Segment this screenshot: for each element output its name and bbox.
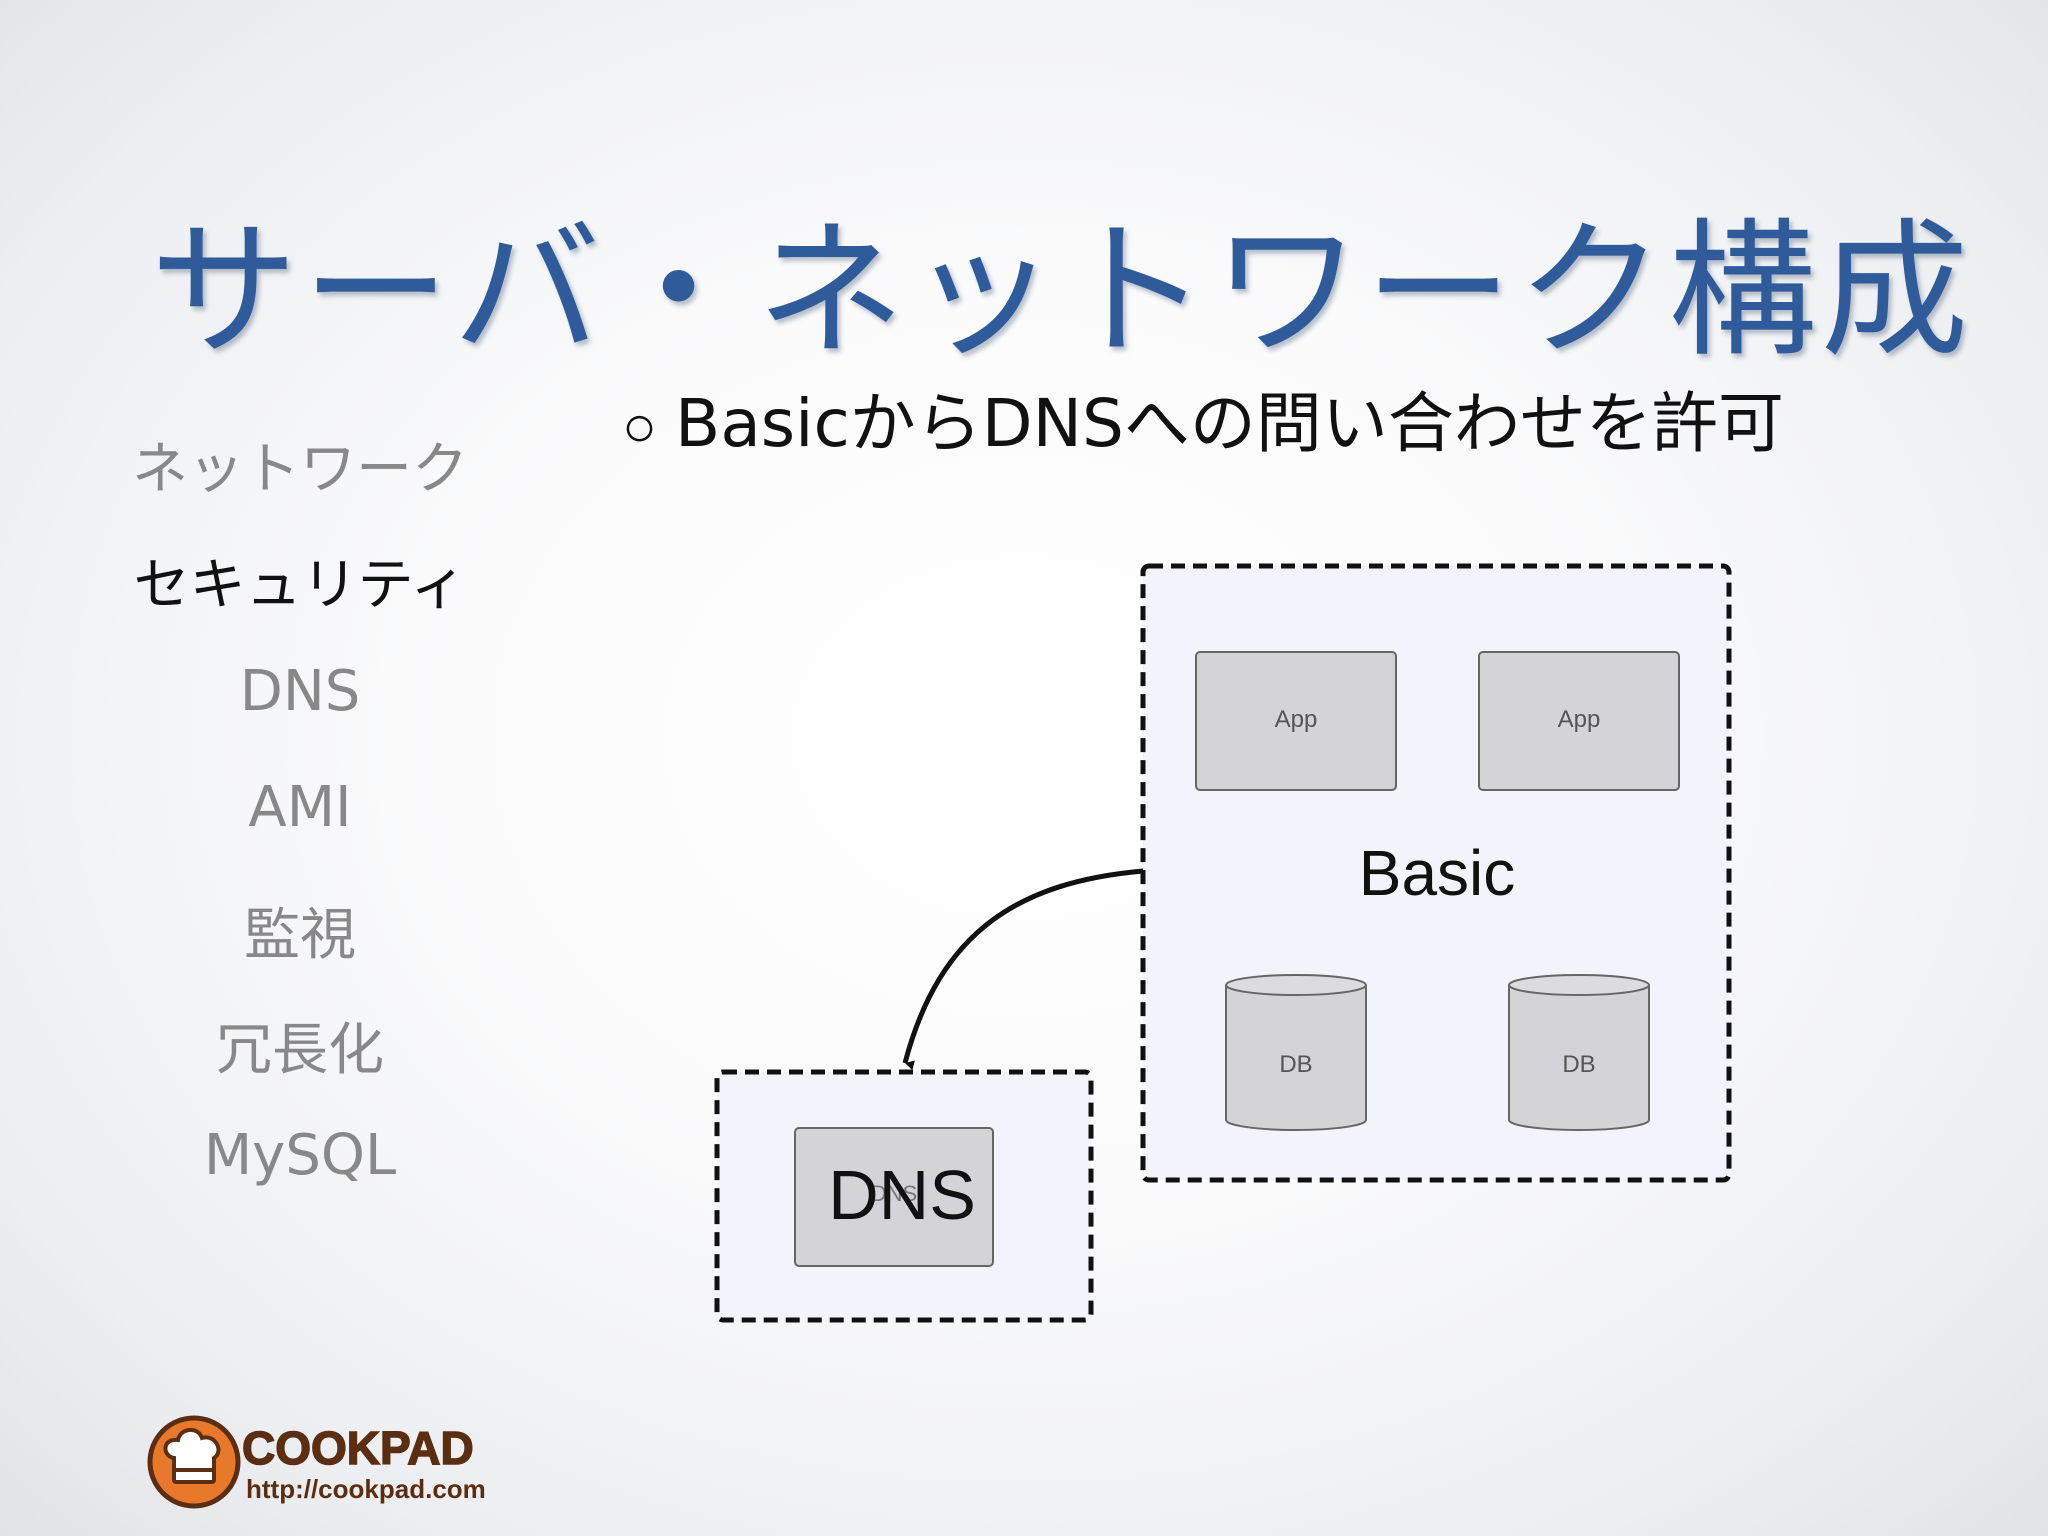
db-cylinder-1 bbox=[1225, 974, 1367, 1131]
dns-node-label: DNS bbox=[828, 1156, 976, 1234]
cookpad-logo: COOKPAD http://cookpad.com bbox=[147, 1415, 486, 1509]
sidebar-item-network[interactable]: ネットワーク bbox=[132, 437, 468, 502]
app-box-1-label: App bbox=[1275, 706, 1318, 733]
logo-brand-text: COOKPAD bbox=[242, 1422, 474, 1474]
chef-hat-icon bbox=[163, 1428, 221, 1484]
sidebar-item-dns[interactable]: DNS bbox=[239, 659, 361, 724]
dns-node-small-label: DNS bbox=[871, 1181, 917, 1206]
dns-node-box bbox=[794, 1127, 994, 1267]
app-box-2 bbox=[1478, 651, 1680, 791]
logo-url-text[interactable]: http://cookpad.com bbox=[246, 1474, 486, 1504]
sidebar-item-ami[interactable]: AMI bbox=[248, 775, 352, 840]
subtitle-row: ○ BasicからDNSへの問い合わせを許可 bbox=[622, 370, 1784, 466]
basic-to-dns-arrow bbox=[902, 868, 1144, 1071]
app-box-2-label: App bbox=[1558, 706, 1601, 733]
slide-title: サーバ・ネットワーク構成 bbox=[150, 205, 1973, 377]
app-box-1 bbox=[1195, 651, 1397, 791]
sidebar-item-monitoring[interactable]: 監視 bbox=[244, 903, 356, 968]
sidebar-item-mysql[interactable]: MySQL bbox=[203, 1123, 397, 1188]
db-cylinder-2 bbox=[1508, 974, 1650, 1131]
subtitle-text: BasicからDNSへの問い合わせを許可 bbox=[675, 385, 1784, 462]
db-cylinder-1-label: DB bbox=[1279, 1051, 1312, 1078]
db-cylinder-2-label: DB bbox=[1562, 1051, 1595, 1078]
sidebar-item-security[interactable]: セキュリティ bbox=[133, 553, 467, 618]
sidebar-item-redundancy[interactable]: 冗長化 bbox=[216, 1018, 384, 1083]
basic-group-label: Basic bbox=[1359, 837, 1516, 909]
bullet-circle-icon: ○ bbox=[622, 394, 658, 459]
